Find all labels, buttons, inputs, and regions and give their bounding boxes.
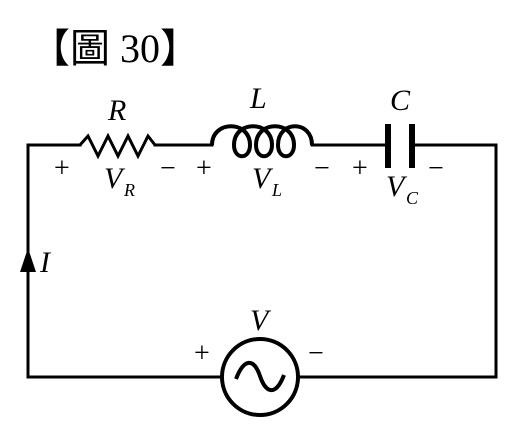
inductor-minus-sign: − [314,153,330,184]
inductor-label: L [249,82,267,115]
source-label: V [250,304,272,337]
inductor-voltage-subscript: L [271,180,282,200]
circuit-wires [26,143,498,379]
resistor-symbol [78,132,157,160]
capacitor-plus-sign: + [352,153,368,184]
current-label: I [39,246,52,279]
figure-title: 【圖 30】 [30,26,200,71]
inductor-symbol [210,124,314,159]
sine-wave-icon [234,360,286,393]
ac-source-symbol [220,337,300,417]
source-plus-sign: + [194,338,210,369]
current-arrow-icon [20,248,36,272]
inductor-voltage-label: V [252,162,274,195]
resistor-voltage-subscript: R [123,180,135,200]
resistor-minus-sign: − [160,153,176,184]
capacitor-voltage-subscript: C [406,188,419,208]
capacitor-minus-sign: − [428,153,444,184]
capacitor-symbol [385,124,415,168]
resistor-voltage-label: V [104,162,126,195]
resistor-plus-sign: + [54,153,70,184]
capacitor-voltage-label: V [386,170,408,203]
capacitor-label: C [390,84,411,117]
inductor-plus-sign: + [196,153,212,184]
source-minus-sign: − [308,338,324,369]
resistor-label: R [107,94,126,127]
